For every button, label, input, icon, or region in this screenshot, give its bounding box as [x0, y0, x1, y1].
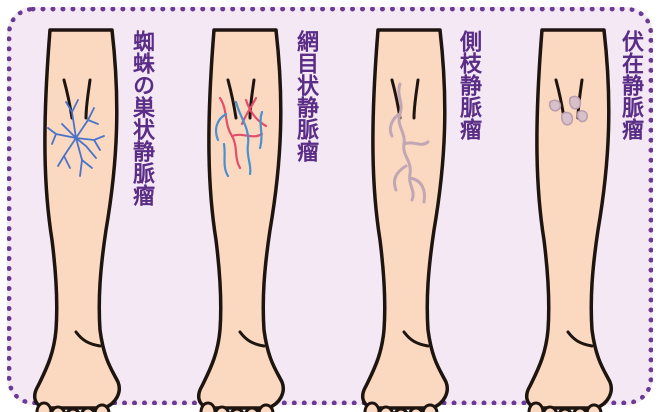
leg-3 [363, 30, 448, 412]
label-spider-veins: 蜘蛛の巣状静脈瘤 [129, 30, 153, 206]
label-reticular-veins: 網目状静脈瘤 [293, 30, 317, 162]
leg-4 [527, 30, 612, 412]
label-saphenous-varicose-veins: 伏在静脈瘤 [618, 30, 642, 140]
leg-2 [199, 30, 284, 412]
leg-1 [35, 30, 120, 412]
label-branch-varicose-veins: 側枝静脈瘤 [456, 30, 480, 140]
